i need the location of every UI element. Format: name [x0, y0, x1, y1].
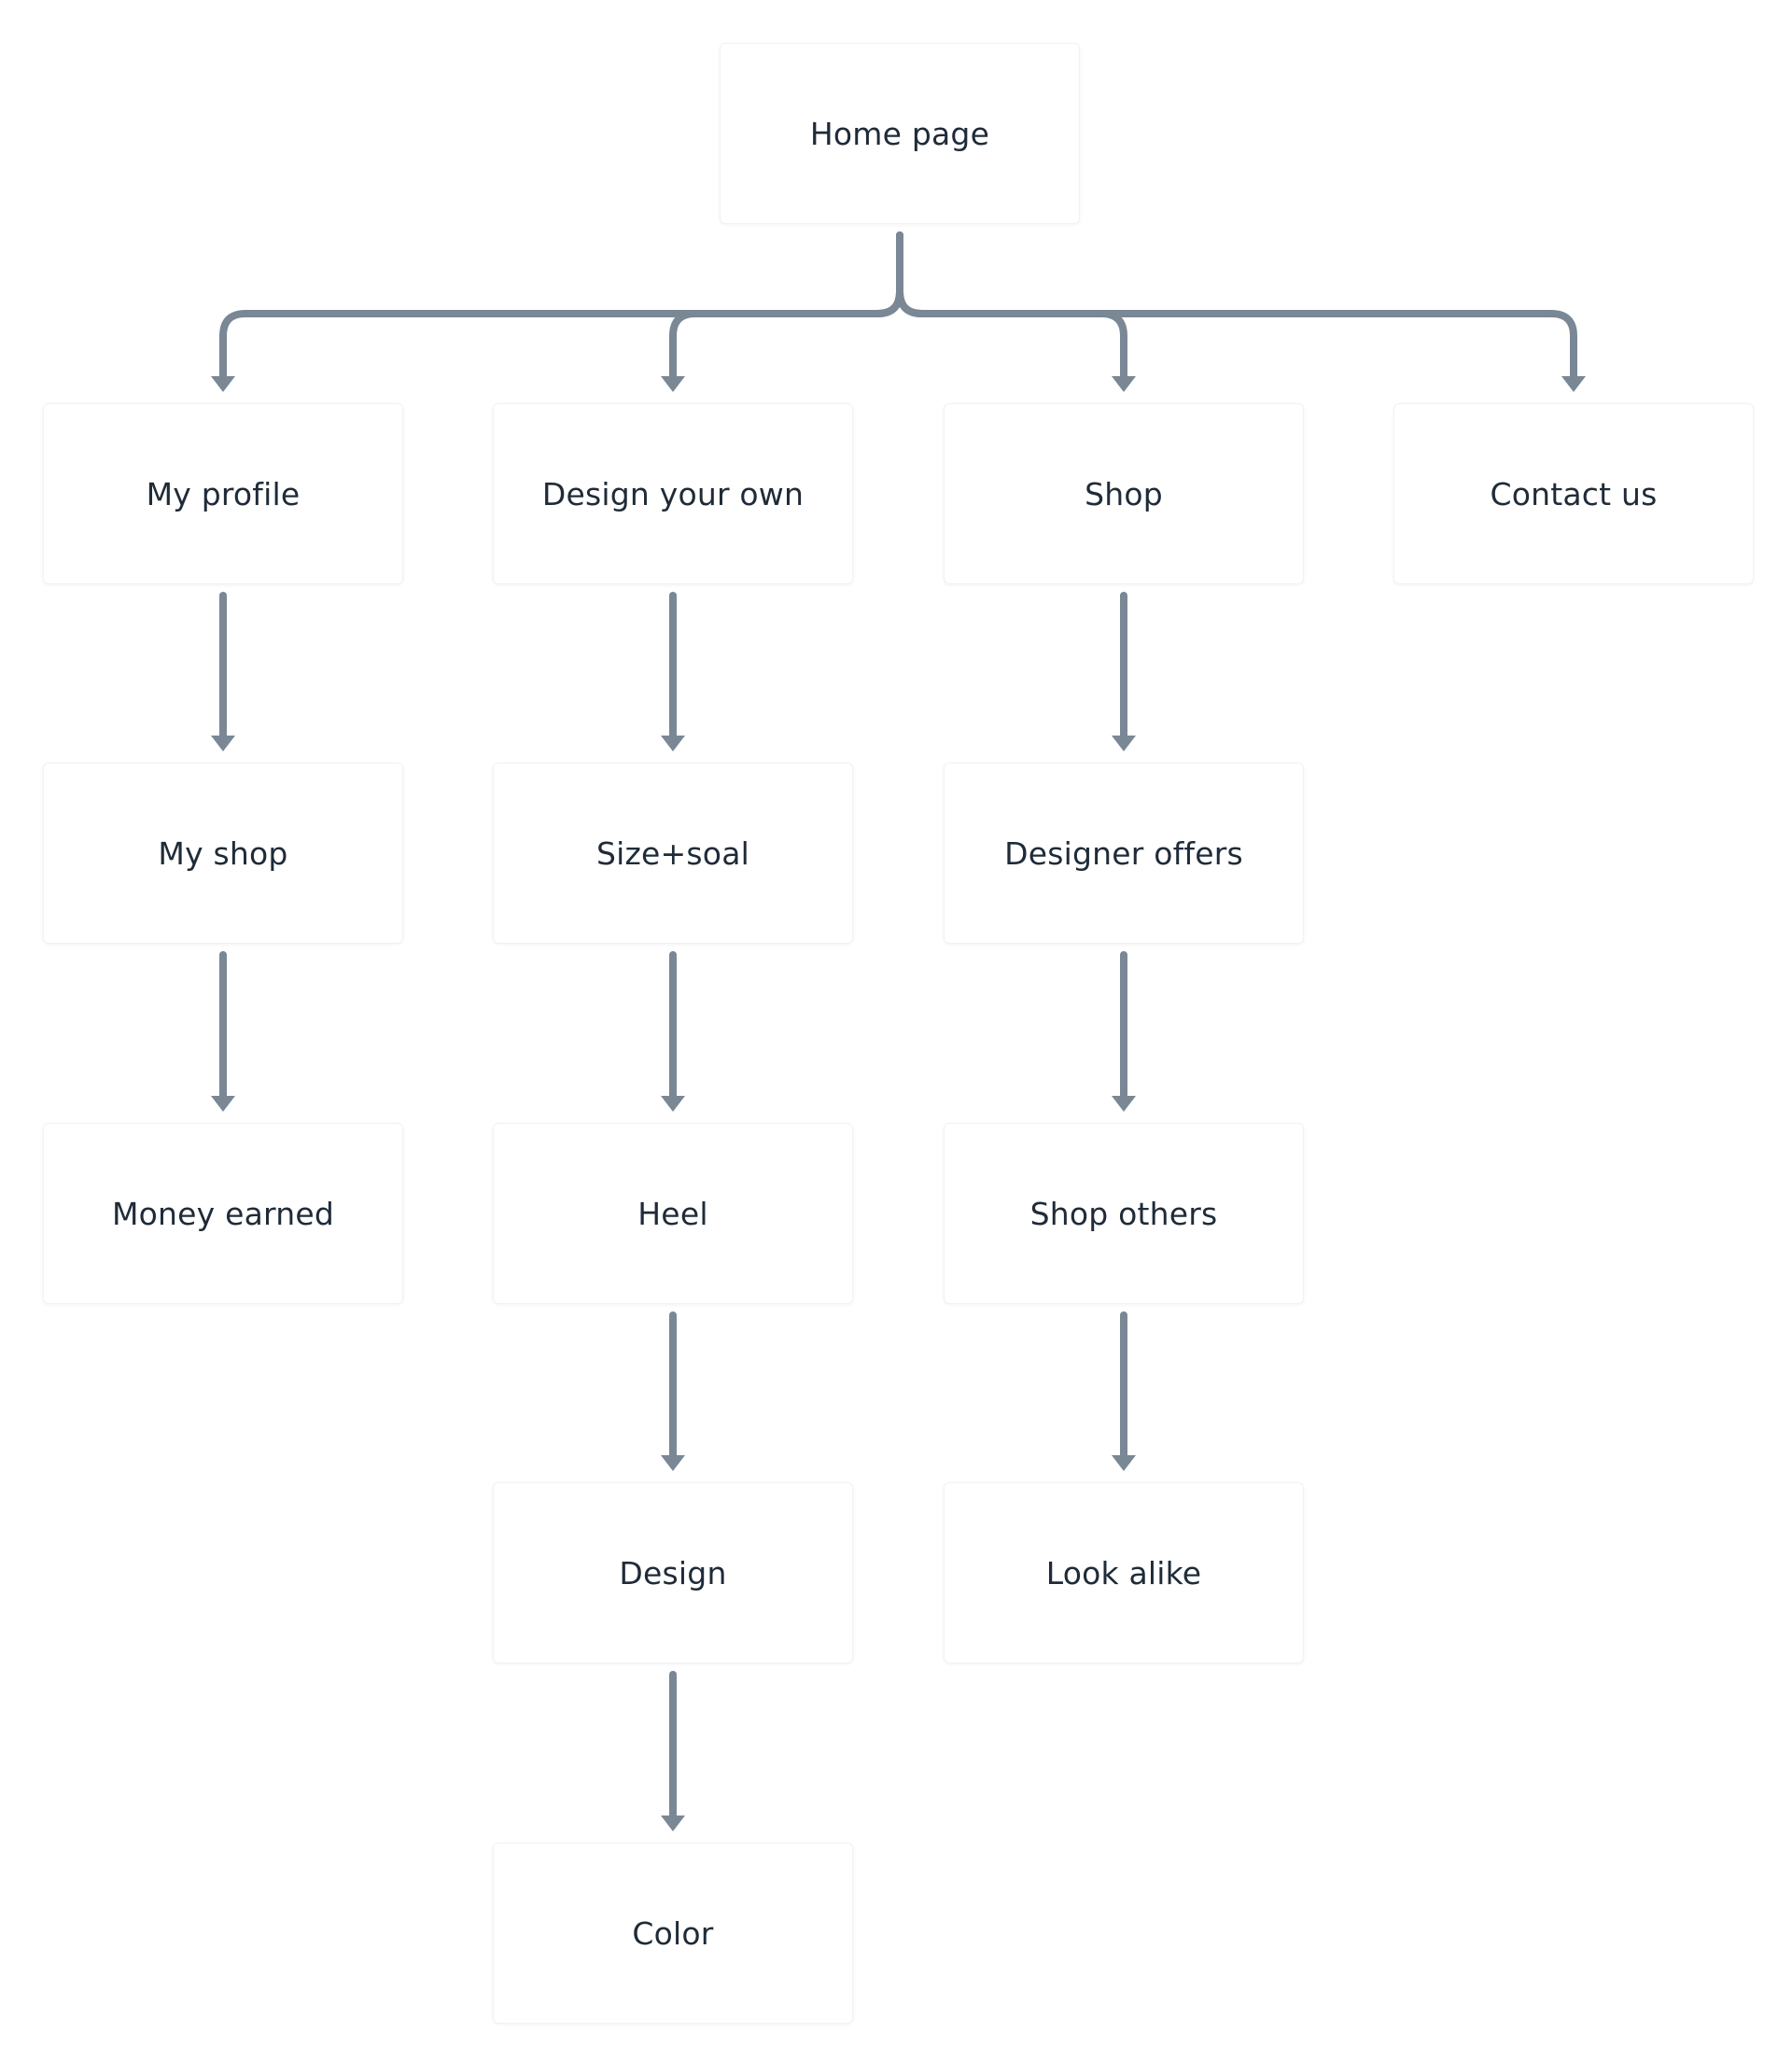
node-label: Contact us — [1490, 475, 1658, 512]
arrow-home-to-contact — [896, 231, 1577, 383]
node-label: Size+soal — [596, 834, 749, 872]
arrow-home-to-design-your-own-head — [661, 376, 685, 392]
arrow-home-to-design-your-own — [669, 231, 903, 383]
node-money-earned[interactable]: Money earned — [43, 1123, 403, 1304]
node-label: Shop — [1085, 475, 1163, 512]
node-home-page[interactable]: Home page — [720, 43, 1080, 224]
arrow-home-to-profile — [219, 231, 903, 383]
node-label: Heel — [637, 1195, 708, 1232]
node-designer-offers[interactable]: Designer offers — [944, 763, 1304, 944]
node-look-alike[interactable]: Look alike — [944, 1482, 1304, 1663]
node-label: My profile — [146, 475, 301, 512]
arrow-home-to-shop-head — [1112, 376, 1136, 392]
arrow-size-soal-to-heel-head — [661, 1096, 685, 1112]
node-design-your-own[interactable]: Design your own — [493, 403, 853, 584]
node-shop-others[interactable]: Shop others — [944, 1123, 1304, 1304]
node-label: Look alike — [1045, 1554, 1202, 1591]
arrow-profile-to-my-shop-head — [211, 736, 235, 751]
node-label: Design your own — [541, 475, 805, 512]
node-label: Designer offers — [1004, 834, 1243, 872]
arrow-design-your-own-to-size-soal-head — [661, 736, 685, 751]
node-label: Home page — [809, 115, 990, 152]
node-label: Design — [619, 1554, 727, 1591]
arrow-heel-to-design-head — [661, 1455, 685, 1471]
arrow-shop-others-to-look-alike-head — [1112, 1455, 1136, 1471]
node-label: Money earned — [112, 1195, 334, 1232]
node-contact-us[interactable]: Contact us — [1393, 403, 1754, 584]
node-label: My shop — [158, 834, 288, 872]
arrow-home-to-profile-head — [211, 376, 235, 392]
node-heel[interactable]: Heel — [493, 1123, 853, 1304]
arrow-home-to-contact-head — [1561, 376, 1586, 392]
node-color[interactable]: Color — [493, 1843, 853, 2024]
arrow-home-to-shop — [896, 231, 1127, 383]
arrow-design-to-color-head — [661, 1816, 685, 1831]
node-my-shop[interactable]: My shop — [43, 763, 403, 944]
arrow-shop-to-designer-offers-head — [1112, 736, 1136, 751]
node-design[interactable]: Design — [493, 1482, 853, 1663]
node-shop[interactable]: Shop — [944, 403, 1304, 584]
node-label: Shop others — [1029, 1195, 1218, 1232]
arrow-my-shop-to-money-earned-head — [211, 1096, 235, 1112]
node-my-profile[interactable]: My profile — [43, 403, 403, 584]
node-label: Color — [632, 1914, 714, 1952]
node-size-soal[interactable]: Size+soal — [493, 763, 853, 944]
arrow-designer-offers-to-shop-others-head — [1112, 1096, 1136, 1112]
